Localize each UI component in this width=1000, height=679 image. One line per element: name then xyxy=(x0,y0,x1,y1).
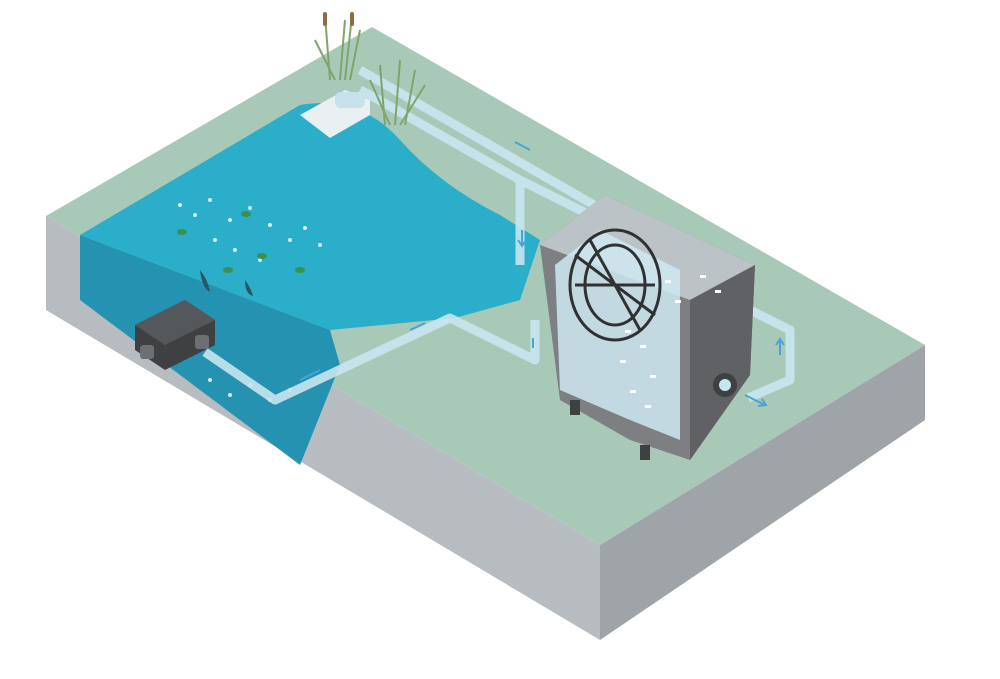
ground-side-right xyxy=(600,345,925,640)
reeds xyxy=(314,14,426,126)
return-pipe-upper xyxy=(357,66,623,224)
filter-unit xyxy=(540,195,755,460)
suction-pipe xyxy=(202,313,540,405)
pump xyxy=(135,300,215,370)
flow-arrows xyxy=(299,141,785,407)
fish xyxy=(200,270,253,296)
lily-pads xyxy=(177,211,305,273)
pond-surface xyxy=(80,103,540,330)
drum-screen xyxy=(568,228,662,342)
outlet-spout xyxy=(300,90,370,138)
reed-heads xyxy=(323,12,354,26)
filter-media xyxy=(620,275,721,408)
